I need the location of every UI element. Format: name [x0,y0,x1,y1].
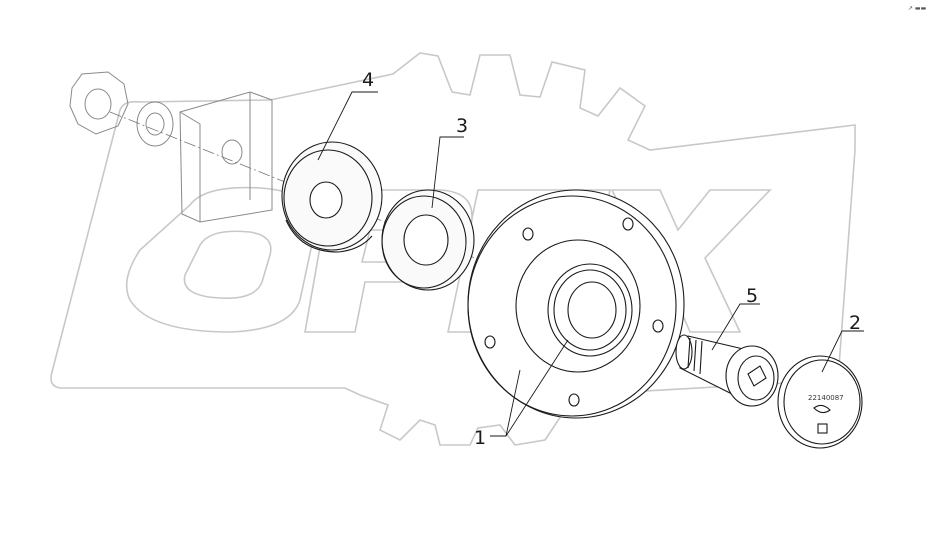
callout-2: 2 [849,312,861,334]
part-2-outer [777,355,863,449]
part-2-end-cap: 22140087 [777,355,863,449]
part-5-head-face [737,355,775,401]
part-2-stamp: 22140087 [808,394,844,402]
part-1-boss [515,239,641,373]
part-1-hub [467,189,685,419]
leader-5 [711,303,760,351]
part-1-bolt-hole [484,335,496,349]
part-3-bore [403,214,449,266]
part-1-flange [467,189,685,419]
leader-4 [317,91,378,161]
part-4-lip [285,219,373,253]
callout-3: 3 [456,115,468,137]
ghost-bracket-side [179,92,251,222]
part-1-bolt-hole [568,393,580,407]
part-2-logo-mark [813,404,831,414]
part-1-flange-edge [467,195,677,417]
leader-1 [490,339,569,437]
part-4-inner-rim [283,149,373,247]
part-1-bearing-outer [547,263,633,357]
ghost-nut [69,71,129,135]
callout-5: 5 [746,285,758,307]
ghost-bracket-hole [221,139,243,165]
ghost-nut-hole [84,88,112,120]
part-3-seal-ring [381,189,475,291]
ghost-washer [136,101,174,147]
part-2-inner [783,359,861,445]
part-1-bolt-hole [522,227,534,241]
part-5-threads [687,337,703,375]
part-5-head-slot [747,365,767,387]
watermark-letter-o [125,186,317,333]
watermark-gear [50,52,856,446]
leader-3 [431,136,464,209]
part-2-label-square [817,423,828,434]
part-1-bearing-inner [567,281,617,339]
part-1-bearing-race [553,269,627,351]
callout-leaders [317,91,864,437]
corner-mark: ↗ ▬▬ [908,5,927,12]
part-1-bolt-hole [622,217,634,231]
callout-1: 1 [474,427,486,449]
ghost-washer-hole [145,112,165,136]
leader-2 [821,330,864,373]
part-5-shaft [675,334,779,407]
part-4-cup-seal [281,141,383,253]
ghost-nut-assembly [69,71,273,223]
callout-4: 4 [362,69,374,91]
part-4-bore [309,181,343,219]
part-3-outer-edge [381,195,467,289]
part-1-bolt-hole [652,319,664,333]
ghost-bracket [179,91,273,223]
